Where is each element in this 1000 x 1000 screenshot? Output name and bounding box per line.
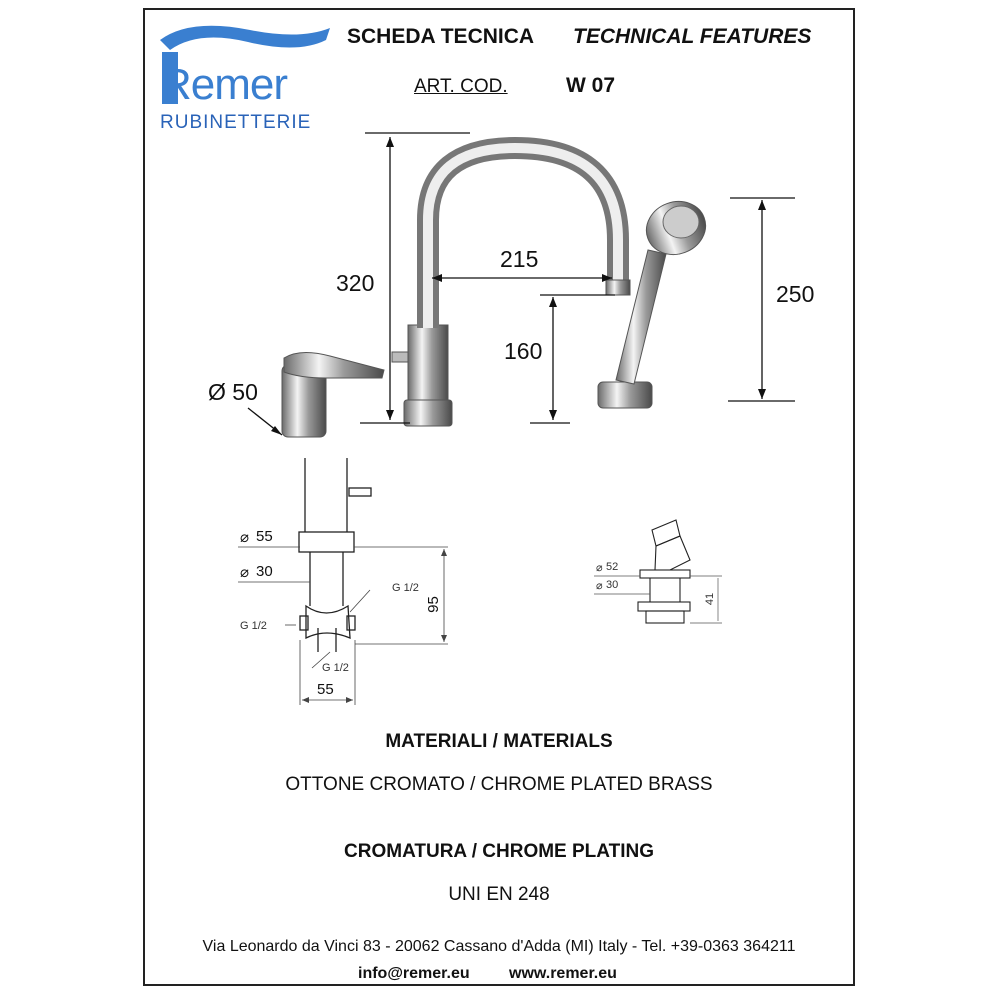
dia-symbol-top: ⌀ bbox=[240, 529, 250, 546]
materials-heading: MATERIALI / MATERIALS bbox=[385, 731, 613, 752]
technical-sheet bbox=[143, 8, 855, 986]
dia-symbol-r-bottom: ⌀ bbox=[596, 580, 603, 592]
article-code-label: ART. COD. bbox=[414, 76, 508, 97]
spout bbox=[391, 136, 631, 427]
title-english: TECHNICAL FEATURES bbox=[573, 25, 812, 48]
materials-value: OTTONE CROMATO / CHROME PLATED BRASS bbox=[285, 774, 713, 795]
dim-dia-top: 55 bbox=[256, 528, 273, 545]
thread-left: G 1/2 bbox=[240, 620, 267, 632]
brand-logo-word: Remer bbox=[160, 60, 288, 109]
dim-shower-height: 250 bbox=[776, 281, 815, 307]
plating-value: UNI EN 248 bbox=[448, 884, 550, 905]
hand-shower bbox=[597, 201, 707, 409]
dim-r-dia-bottom: 30 bbox=[606, 579, 619, 591]
dia-symbol-bottom: ⌀ bbox=[240, 564, 250, 581]
dim-r-dia-top: 52 bbox=[606, 561, 619, 573]
thread-right: G 1/2 bbox=[392, 582, 419, 594]
dim-reach: 215 bbox=[500, 246, 539, 272]
dim-height-spout: 320 bbox=[336, 270, 375, 296]
footer-website[interactable]: www.remer.eu bbox=[509, 965, 617, 982]
title-italian: SCHEDA TECNICA bbox=[347, 25, 535, 48]
dia-symbol-r-top: ⌀ bbox=[596, 562, 603, 574]
footer-email[interactable]: info@remer.eu bbox=[358, 965, 470, 982]
brand-logo-subtitle: RUBINETTERIE bbox=[160, 112, 312, 133]
dim-mixer-diameter: Ø 50 bbox=[208, 379, 258, 405]
dim-dia-bottom: 30 bbox=[256, 563, 273, 580]
footer-address: Via Leonardo da Vinci 83 - 20062 Cassano… bbox=[202, 938, 796, 955]
dim-height-under-spout: 160 bbox=[504, 338, 543, 364]
article-code-value: W 07 bbox=[566, 74, 616, 97]
mixer-body bbox=[281, 352, 385, 438]
dim-width-55: 55 bbox=[317, 681, 334, 698]
dim-r-height: 41 bbox=[704, 592, 717, 606]
thread-bottom: G 1/2 bbox=[322, 662, 349, 674]
plating-heading: CROMATURA / CHROME PLATING bbox=[344, 841, 654, 862]
